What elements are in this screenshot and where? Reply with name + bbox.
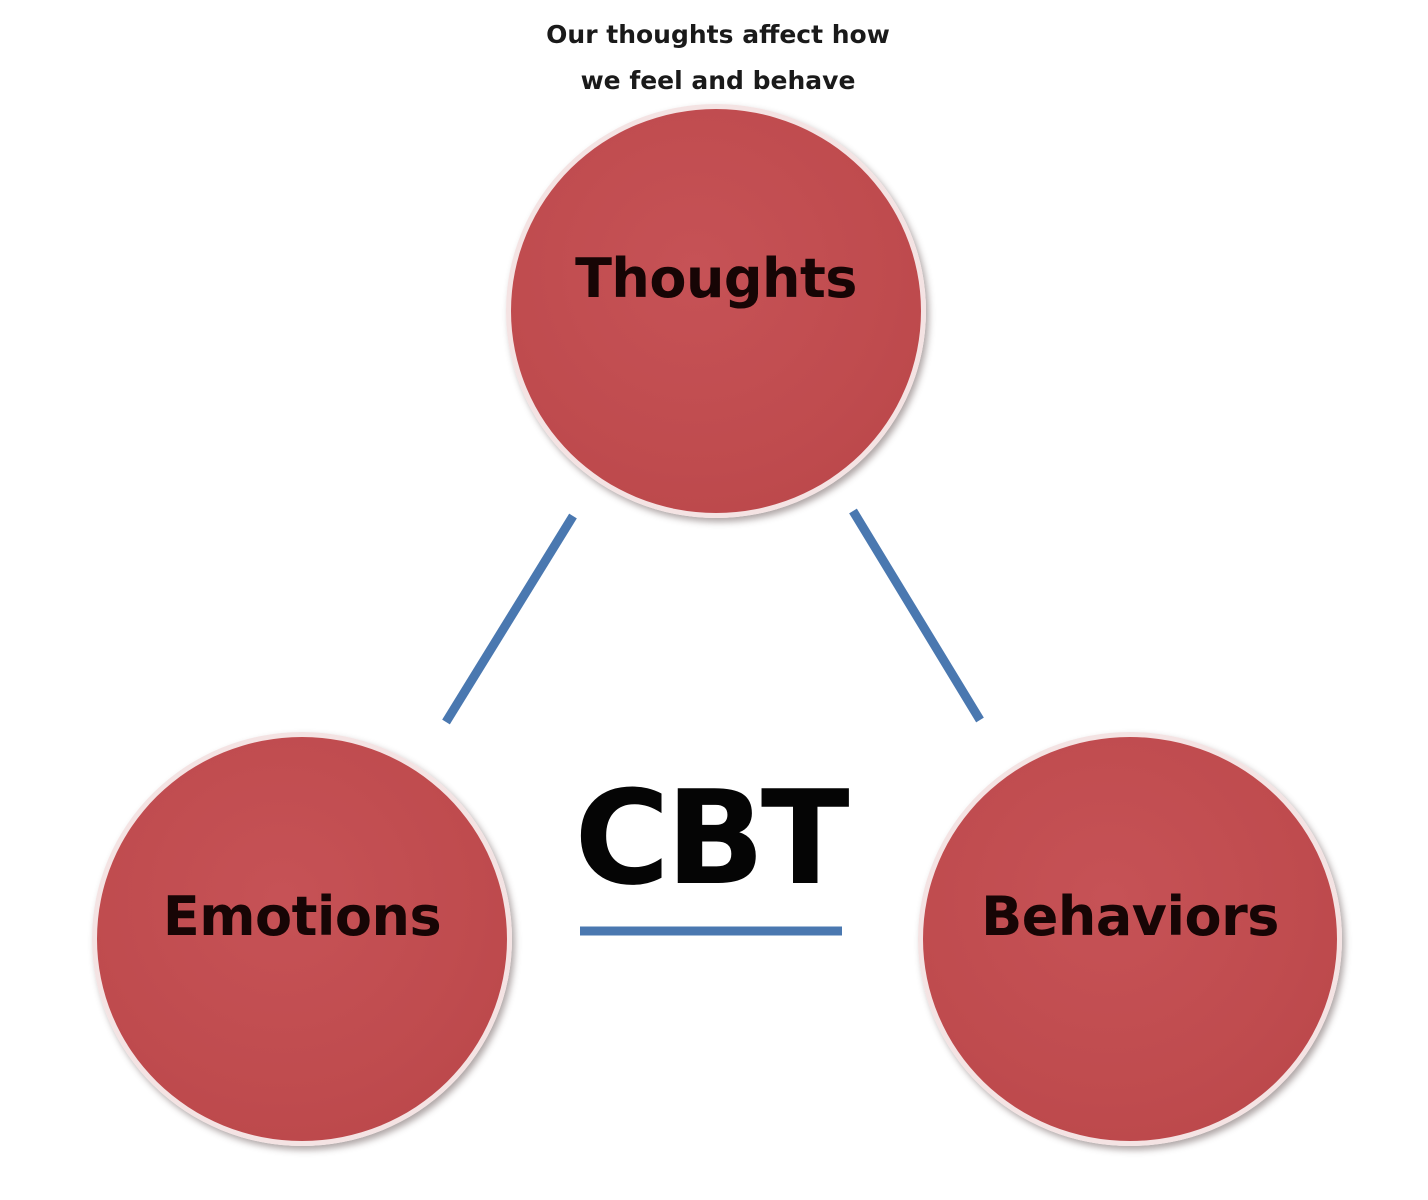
emotions-node: Emotions — [92, 732, 512, 1146]
emotions-label: Emotions — [162, 885, 442, 948]
thoughts-label: Thoughts — [575, 247, 857, 310]
caption-line-2: we feel and behave — [580, 66, 856, 95]
behaviors-node: Behaviors — [918, 732, 1342, 1146]
connector-thoughts-emotions — [442, 513, 577, 725]
connector-thoughts-behaviors — [849, 508, 984, 723]
behaviors-label: Behaviors — [981, 885, 1279, 948]
thoughts-node: Thoughts — [506, 104, 926, 518]
caption-line-1: Our thoughts affect how — [546, 20, 890, 49]
cbt-title: CBT — [574, 762, 849, 914]
diagram-caption: Our thoughts affect how we feel and beha… — [468, 12, 968, 104]
